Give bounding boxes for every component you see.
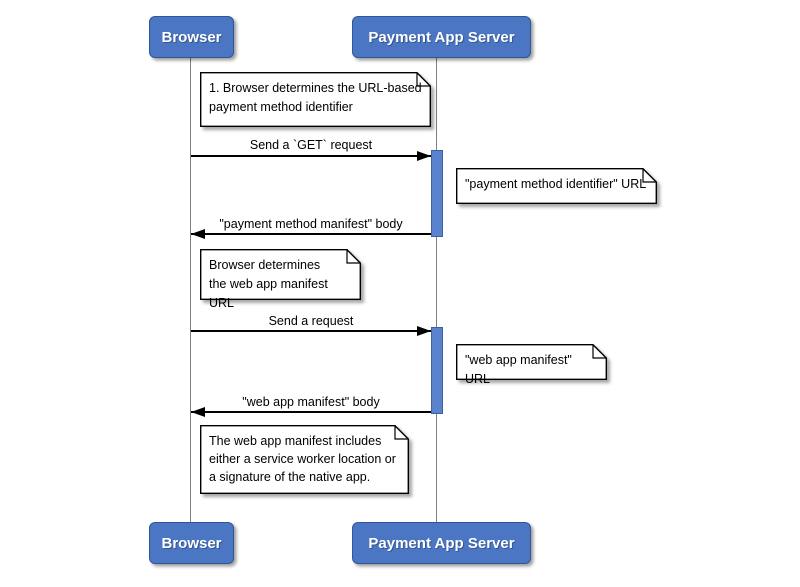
arrowhead-right-icon: [417, 151, 431, 161]
message-label-pmm-body: "payment method manifest" body: [219, 217, 403, 231]
lifeline-browser: [190, 58, 191, 523]
message-line-request: [191, 330, 431, 332]
message-line-wam-body: [191, 411, 431, 413]
note-pmi-url: "payment method identifier" URL: [456, 168, 657, 204]
note-determine-manifest-text: Browser determines the web app manifest …: [209, 258, 328, 310]
note-manifest-contents-text: The web app manifest includes either a s…: [209, 434, 396, 484]
note-background-icon: [200, 249, 361, 300]
note-background-icon: [456, 344, 607, 380]
note-step1: 1. Browser determines the URL-based paym…: [200, 72, 431, 127]
arrowhead-right-icon: [417, 326, 431, 336]
actor-browser-bottom: Browser: [149, 522, 234, 564]
actor-server-label: Payment App Server: [368, 28, 515, 46]
activation-bar-2: [431, 327, 443, 414]
lifeline-payment-app-server: [436, 58, 437, 523]
note-background-icon: [200, 425, 409, 494]
arrowhead-left-icon: [191, 407, 205, 417]
message-line-pmm-body: [191, 233, 431, 235]
note-manifest-contents: The web app manifest includes either a s…: [200, 425, 409, 494]
actor-browser-label: Browser: [161, 28, 222, 46]
message-label-get-request: Send a `GET` request: [249, 138, 373, 152]
actor-browser-label: Browser: [161, 534, 222, 552]
message-line-get-request: [191, 155, 431, 157]
message-label-request: Send a request: [268, 314, 354, 328]
note-step1-text: 1. Browser determines the URL-based paym…: [209, 81, 422, 114]
note-wam-url-text: "web app manifest" URL: [465, 353, 572, 386]
note-background-icon: [200, 72, 431, 127]
note-pmi-url-text: "payment method identifier" URL: [465, 177, 647, 191]
actor-server-label: Payment App Server: [368, 534, 515, 552]
actor-server-top: Payment App Server: [352, 16, 531, 58]
message-label-wam-body: "web app manifest" body: [242, 395, 380, 409]
actor-browser-top: Browser: [149, 16, 234, 58]
note-wam-url: "web app manifest" URL: [456, 344, 607, 386]
arrowhead-left-icon: [191, 229, 205, 239]
activation-bar-1: [431, 150, 443, 237]
note-background-icon: [456, 168, 657, 204]
note-determine-manifest: Browser determines the web app manifest …: [200, 249, 361, 310]
actor-server-bottom: Payment App Server: [352, 522, 531, 564]
